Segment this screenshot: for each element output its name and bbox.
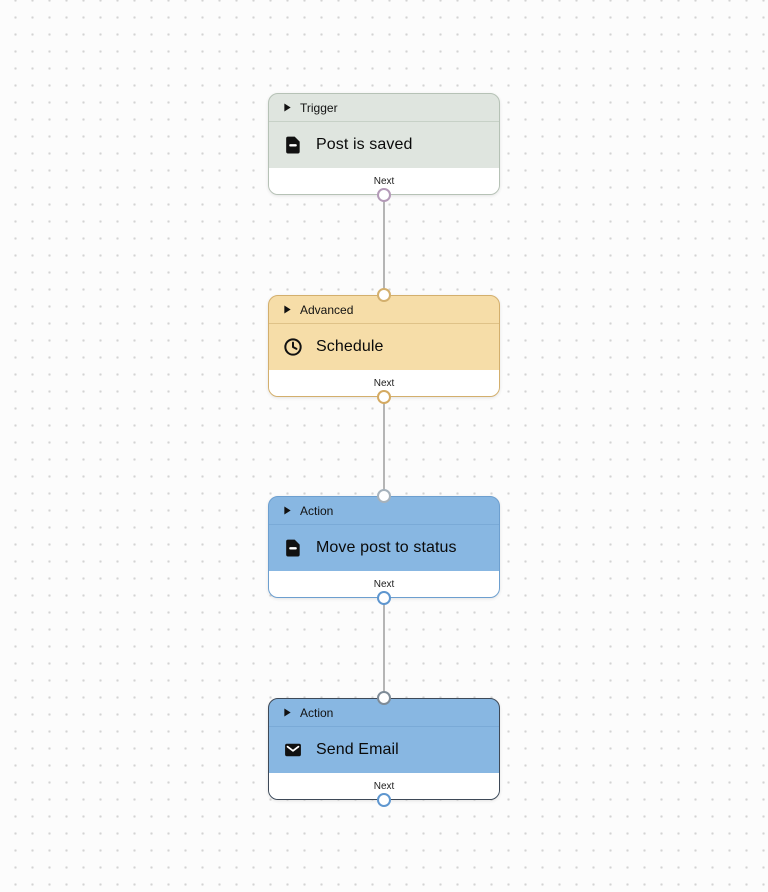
document-icon (283, 135, 303, 155)
mail-icon (283, 740, 303, 760)
node-category-label: Trigger (300, 100, 338, 115)
collapse-caret-icon[interactable] (283, 506, 292, 515)
connector-trigger-to-advanced (383, 195, 385, 295)
collapse-caret-icon[interactable] (283, 305, 292, 314)
node-trigger-post-is-saved[interactable]: Trigger Post is saved Next (268, 93, 500, 202)
output-port[interactable] (377, 188, 391, 202)
node-title: Move post to status (316, 539, 457, 556)
output-port[interactable] (377, 793, 391, 807)
node-body: Post is saved (269, 122, 499, 168)
node-category-label: Advanced (300, 302, 354, 317)
node-header: Advanced (269, 296, 499, 324)
next-output-label: Next (373, 377, 395, 389)
node-header: Trigger (269, 94, 499, 122)
output-port[interactable] (377, 591, 391, 605)
node-title: Post is saved (316, 136, 413, 153)
node-action-send-email[interactable]: Action Send Email Next (268, 691, 500, 807)
node-action-move-post-to-status[interactable]: Action Move post to status Next (268, 489, 500, 605)
node-title: Send Email (316, 741, 399, 758)
input-port[interactable] (377, 691, 391, 705)
node-body: Send Email (269, 727, 499, 773)
output-port[interactable] (377, 390, 391, 404)
collapse-caret-icon[interactable] (283, 708, 292, 717)
node-title: Schedule (316, 338, 384, 355)
document-icon (283, 538, 303, 558)
collapse-caret-icon[interactable] (283, 103, 292, 112)
next-output-label: Next (373, 780, 395, 792)
next-output-label: Next (373, 578, 395, 590)
node-header: Action (269, 699, 499, 727)
clock-icon (283, 337, 303, 357)
input-port[interactable] (377, 288, 391, 302)
next-output-label: Next (373, 175, 395, 187)
connector-advanced-to-action1 (383, 397, 385, 496)
node-body: Schedule (269, 324, 499, 370)
node-advanced-schedule[interactable]: Advanced Schedule Next (268, 288, 500, 404)
connector-action1-to-action2 (383, 598, 385, 698)
node-category-label: Action (300, 705, 334, 720)
node-body: Move post to status (269, 525, 499, 571)
node-category-label: Action (300, 503, 334, 518)
node-header: Action (269, 497, 499, 525)
input-port[interactable] (377, 489, 391, 503)
